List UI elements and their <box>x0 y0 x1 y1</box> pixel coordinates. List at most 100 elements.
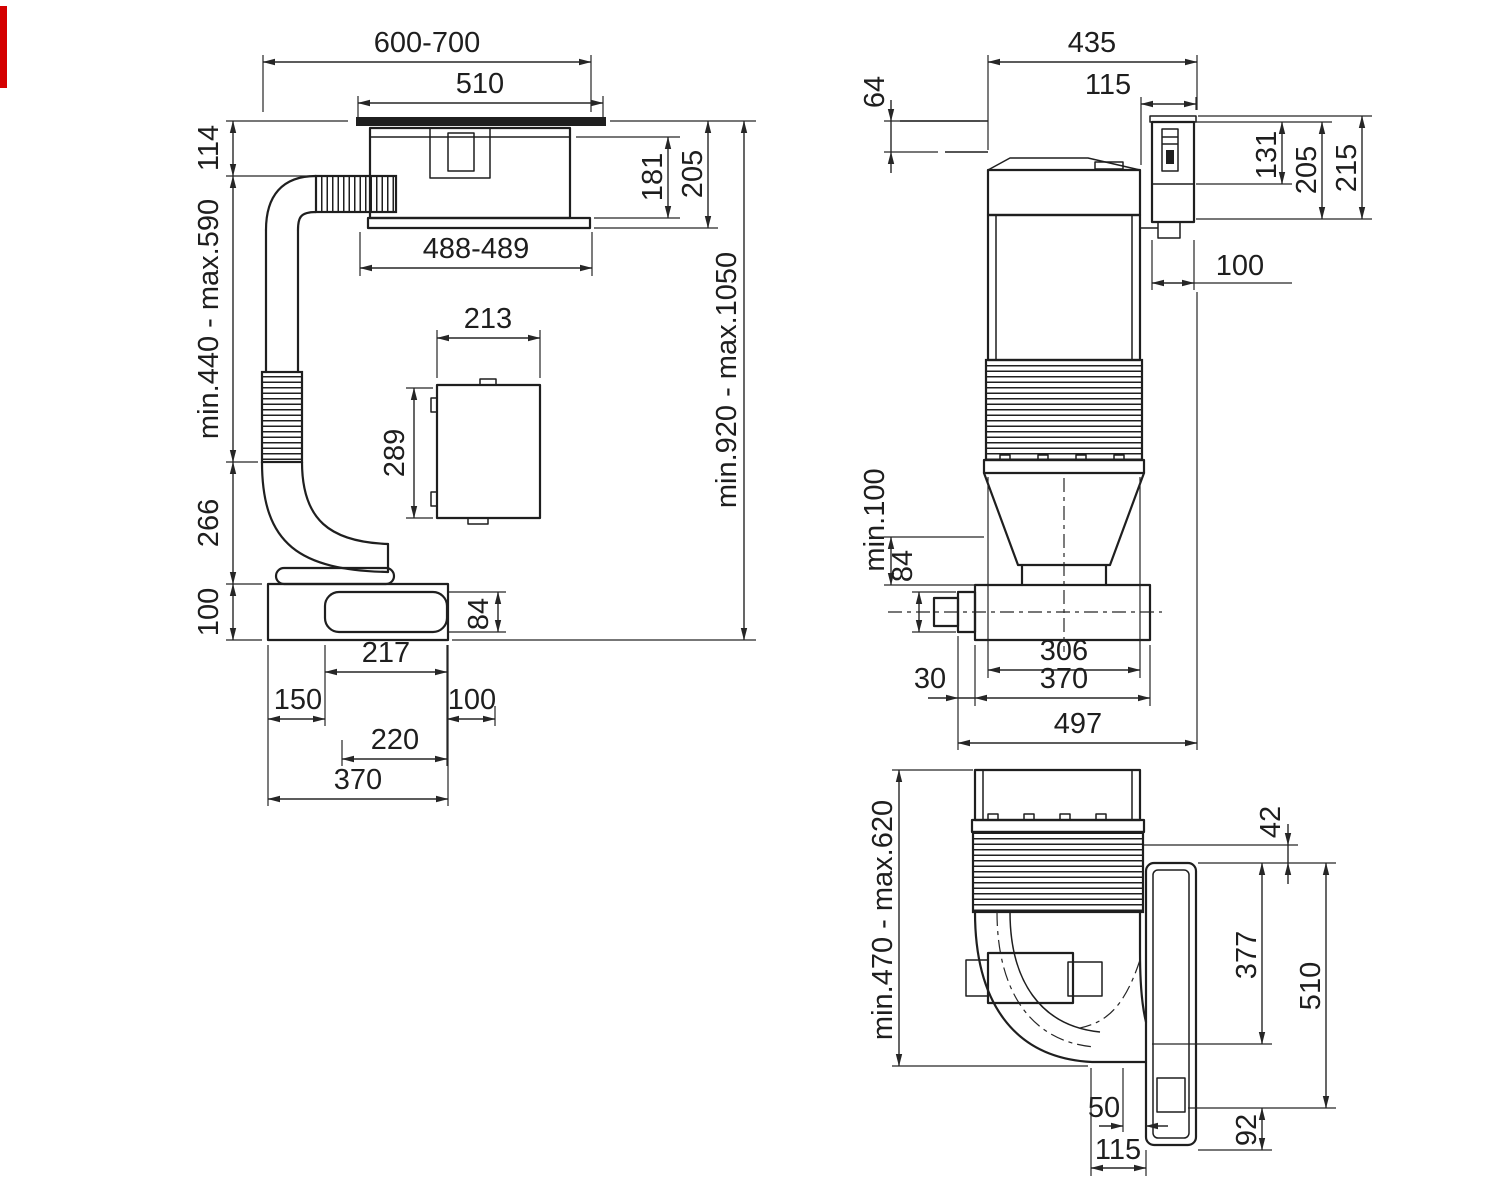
lower-flange <box>970 818 1146 834</box>
dim-front-body-width: 306 <box>987 477 1141 678</box>
view-lower: min.470 - max.620 42 377 510 <box>867 768 1336 1176</box>
side-control-box <box>430 378 542 525</box>
dim-label-width-range: 600-700 <box>374 27 480 59</box>
dim-lower-gap: 50 <box>1088 1068 1168 1132</box>
dim-label-gap: 50 <box>1088 1092 1120 1124</box>
dim-front-top-width: 435 <box>987 27 1198 150</box>
dim-side-left-chain: 114 min.440 - max.590 266 100 <box>193 120 348 641</box>
side-hob <box>356 117 606 126</box>
dim-label-overall-depth: 205 <box>677 150 709 198</box>
dim-front-worktop-clearance: 64 <box>859 76 980 173</box>
dim-label-panel-height: 205 <box>1291 146 1323 194</box>
dim-label-outlet-width: 217 <box>362 637 410 669</box>
plinth-outlet <box>323 590 449 634</box>
lower-motor-box <box>986 951 1075 1005</box>
dim-front-panel-offset: 115 <box>1085 69 1197 165</box>
dim-label-duct-width: 370 <box>1040 663 1088 695</box>
dim-label-hob-width: 510 <box>456 68 504 100</box>
dim-side-unit-depth: 181 <box>576 136 680 219</box>
dim-lower-bottom-gap: 92 <box>1198 1107 1272 1151</box>
front-control-panel <box>1140 115 1197 239</box>
dim-label-top-gap: 42 <box>1255 806 1287 838</box>
dim-label-duct-height-range: min.440 - max.590 <box>193 199 225 439</box>
dim-label-body-width: 306 <box>1040 635 1088 667</box>
unit-motor <box>429 127 491 179</box>
dim-front-switch-height: 131 <box>1196 121 1332 185</box>
dim-lower-duct-offset: 115 <box>1090 1068 1147 1176</box>
dim-label-panel-depth: 100 <box>1216 250 1264 282</box>
side-flex-duct <box>260 174 398 586</box>
dim-front-panel-height: 205 <box>1196 121 1372 220</box>
dim-label-bottom-gap: 92 <box>1231 1114 1263 1146</box>
dim-label-panel-height-lower: 510 <box>1295 962 1327 1010</box>
dim-front-panel-overall: 215 <box>1198 115 1372 220</box>
front-flange <box>982 458 1146 475</box>
hob-slab <box>356 117 606 126</box>
dim-lower-panel-height: 510 <box>1188 862 1336 1109</box>
dim-label-switch-height: 131 <box>1251 131 1283 179</box>
dim-lower-height-range: min.470 - max.620 <box>867 769 1088 1067</box>
front-unit-top <box>900 120 1142 217</box>
dim-side-width-range: 600-700 <box>262 27 592 112</box>
front-top-box <box>986 168 1142 217</box>
lower-flex-section <box>971 830 1145 914</box>
dim-label-overall-width: 497 <box>1054 708 1102 740</box>
control-switch <box>1161 128 1179 172</box>
control-box <box>435 383 542 520</box>
lower-panel <box>1144 861 1198 1147</box>
dim-side-outlet-height: 84 <box>449 591 506 633</box>
front-duct <box>888 478 1162 652</box>
dim-lower-top-gap: 42 <box>1144 806 1336 884</box>
flex-inlet <box>314 174 398 214</box>
dim-label-height-range: min.470 - max.620 <box>867 800 899 1040</box>
switch-toggle <box>1166 150 1174 164</box>
dim-label-offset-right: 100 <box>448 684 496 716</box>
dim-side-box-width: 213 <box>436 303 541 378</box>
unit-box <box>368 126 572 220</box>
dim-front-lip-depth: 30 <box>914 636 975 750</box>
dim-label-offset-left: 150 <box>274 684 322 716</box>
side-plinth-duct <box>266 582 450 642</box>
dim-label-outlet-height-front: 84 <box>887 550 919 582</box>
front-flex-section <box>984 358 1144 462</box>
dim-front-outlet-height: 84 <box>887 550 956 633</box>
side-downdraft-unit <box>366 126 592 230</box>
dim-label-base-width: 370 <box>334 764 382 796</box>
dim-front-overall-width: 497 <box>957 292 1198 750</box>
dim-label-panel-inner: 377 <box>1231 931 1263 979</box>
dim-lower-panel-inner: 377 <box>1152 862 1272 1045</box>
dim-side-overall-depth: 205 <box>594 120 756 229</box>
dim-side-hob-width: 510 <box>357 68 604 117</box>
front-body-box <box>986 213 1142 362</box>
dim-label-elbow-height: 266 <box>193 499 225 547</box>
flex-vertical <box>260 370 304 464</box>
view-front: 435 115 64 131 205 <box>859 27 1372 750</box>
dim-side-box-height: 289 <box>379 387 433 519</box>
outlet-panel <box>1144 861 1198 1147</box>
dim-label-base-height: 100 <box>193 588 225 636</box>
dim-label-panel-overall: 215 <box>1331 144 1363 192</box>
side-dimensions: 600-700 510 114 min.440 - max.590 266 10… <box>193 27 756 806</box>
control-panel <box>1150 120 1196 224</box>
dim-label-box-height: 289 <box>379 429 411 477</box>
lower-dimensions: min.470 - max.620 42 377 510 <box>867 769 1336 1176</box>
dim-label-top-width: 435 <box>1068 27 1116 59</box>
dim-label-overall-height: min.920 - max.1050 <box>711 252 743 508</box>
dim-side-cutout-width: 488-489 <box>359 232 593 276</box>
dim-label-worktop-clearance: 64 <box>859 76 891 108</box>
lower-volute <box>965 910 1148 1064</box>
lower-body <box>970 768 1146 914</box>
dim-side-overall-height: min.920 - max.1050 <box>452 120 756 641</box>
front-body <box>982 213 1146 475</box>
dim-label-unit-depth: 181 <box>637 153 669 201</box>
dim-label-panel-offset: 115 <box>1085 69 1131 101</box>
dim-label-cutout-width: 488-489 <box>423 233 529 265</box>
dim-label-lip-depth: 30 <box>914 663 946 695</box>
dim-side-bottom-chain: 217 150 100 220 370 <box>267 637 496 806</box>
worktop-line <box>900 120 988 153</box>
unit-base-plate <box>366 216 592 230</box>
lower-top-box <box>973 768 1142 822</box>
dim-label-outlet-height: 84 <box>463 598 495 630</box>
